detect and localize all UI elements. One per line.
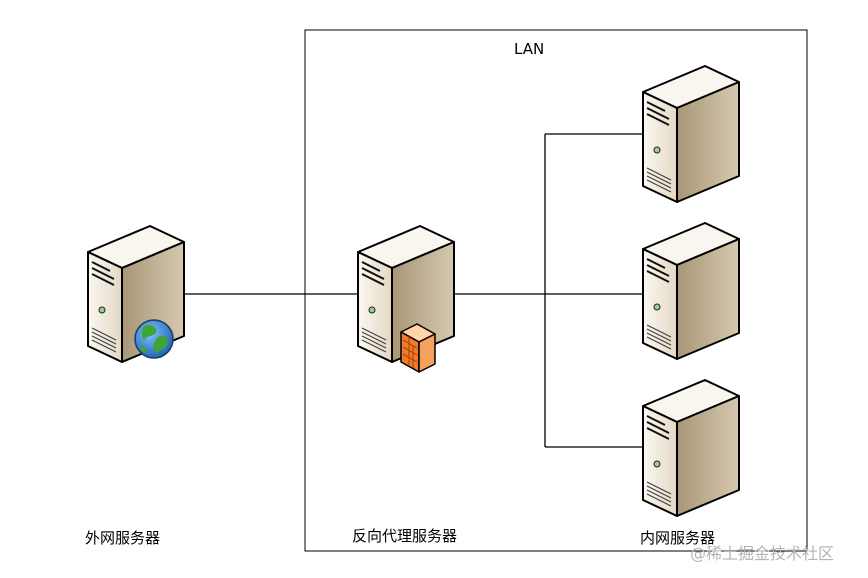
watermark: @稀土掘金技术社区 — [690, 544, 835, 563]
firewall-icon — [400, 323, 436, 373]
reverse-proxy-label: 反向代理服务器 — [352, 527, 458, 545]
internal-server-3-icon — [642, 379, 740, 517]
internal-servers-label: 内网服务器 — [640, 529, 716, 547]
internal-server-1-icon — [642, 65, 740, 203]
external-server-label: 外网服务器 — [85, 529, 161, 547]
lan-boundary — [304, 29, 808, 552]
globe-icon — [134, 319, 174, 359]
internal-server-2-icon — [642, 222, 740, 360]
lan-label: LAN — [514, 40, 545, 58]
